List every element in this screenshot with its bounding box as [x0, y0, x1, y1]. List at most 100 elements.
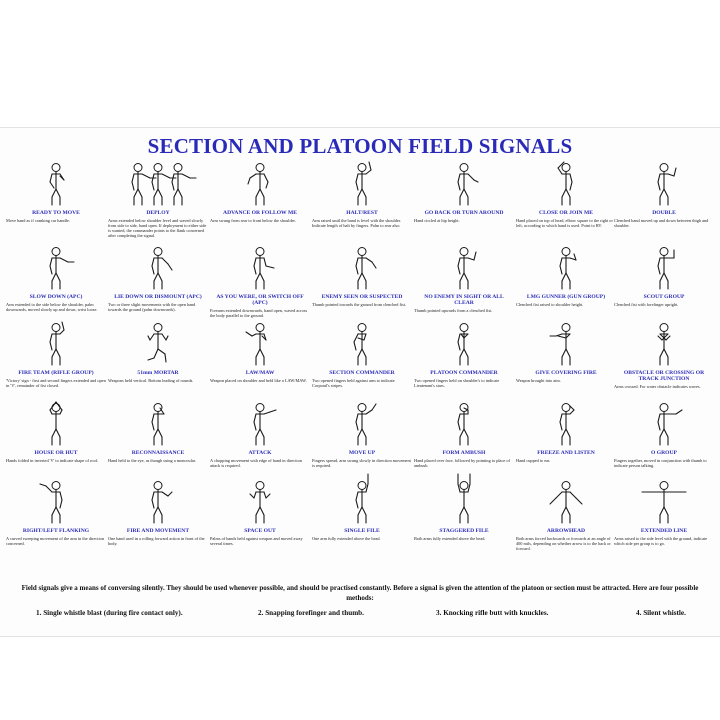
signal-description: Hand cupped to ear.: [516, 458, 551, 463]
stick-figure-icon: [355, 403, 377, 446]
stick-figure-icon: [245, 323, 267, 366]
stick-figure-icon: [249, 481, 271, 524]
signal-description: Hand held to the eye, as though using a …: [108, 458, 196, 463]
signal-description: Hand placed over face, followed by point…: [414, 458, 510, 468]
signal-cell: HALT/REST Arm raised until the hand is le…: [310, 161, 414, 240]
stick-figure-icon: [151, 481, 173, 524]
signal-caption: GIVE COVERING FIRE: [535, 370, 597, 376]
signal-description: Two opened fingers held against arm to i…: [312, 378, 395, 388]
stick-figure-icon: [457, 247, 477, 290]
method-2: 2. Snapping forefinger and thumb.: [258, 609, 364, 617]
signal-description: Thumb pointed upwards from a clenched fi…: [414, 308, 493, 313]
signal-caption: DOUBLE: [652, 210, 676, 216]
method-3: 3. Knocking rifle butt with knuckles.: [436, 609, 549, 617]
signal-description: Two or three slight movements with the o…: [108, 302, 196, 312]
signal-cell: ATTACK A chopping movement with edge of h…: [208, 403, 312, 480]
signal-caption: LMG GUNNER (GUN GROUP): [526, 294, 606, 300]
signal-caption: OBSTACLE OR CROSSING OR TRACK JUNCTION: [623, 370, 705, 383]
stick-figure-icon: [355, 473, 369, 524]
signal-description: Clenched fist with forefinger upright.: [614, 302, 679, 307]
signal-description: Clenched hand moved up and down between …: [614, 218, 709, 228]
stick-figure-icon: [151, 403, 165, 446]
stick-figure-icon: [49, 401, 63, 446]
stick-figure-icon: [353, 323, 367, 366]
poster-title: SECTION AND PLATOON FIELD SIGNALS: [147, 134, 573, 158]
signal-description: Weapon brought into aim.: [516, 378, 561, 383]
stick-figure-icon: [657, 163, 677, 206]
signal-cell: READY TO MOVE Move hand as if cranking ca…: [4, 163, 108, 240]
signal-description: Arm raised until the hand is level with …: [312, 218, 402, 228]
signal-cell: O GROUP Fingers together, moved in conjun…: [612, 403, 716, 480]
signal-description: Both arms forced backwards or forwards a…: [516, 536, 611, 551]
signal-caption: FIRE TEAM (RIFLE GROUP): [18, 370, 94, 376]
stick-figure-icon: [549, 323, 571, 366]
signal-cell: GIVE COVERING FIRE Weapon brought into ai…: [514, 323, 618, 400]
signal-caption: SPACE OUT: [244, 528, 276, 534]
signal-caption: GO BACK OR TURN AROUND: [424, 210, 504, 216]
stick-figure-icon: [147, 323, 169, 363]
signal-cell: LIE DOWN OR DISMOUNT (APC) Two or three s…: [106, 247, 210, 324]
signal-caption: STAGGERED FILE: [439, 528, 489, 534]
signal-caption: HALT/REST: [346, 210, 378, 216]
signal-caption: RECONNAISSANCE: [131, 450, 185, 456]
signal-description: Arms raised to the side level with the g…: [614, 536, 708, 546]
signal-caption: READY TO MOVE: [32, 210, 80, 216]
signal-cell: RIGHT/LEFT FLANKING A curved sweeping mov…: [4, 481, 108, 558]
signal-caption: ADVANCE OR FOLLOW ME: [223, 210, 297, 216]
field-signals-poster: SECTION AND PLATOON FIELD SIGNALS READY …: [0, 127, 720, 637]
signal-caption: LIE DOWN OR DISMOUNT (APC): [114, 294, 202, 300]
method-4: 4. Silent whistle.: [636, 609, 686, 617]
signal-description: A chopping movement with edge of hand in…: [210, 458, 302, 468]
stick-figure-icon: [457, 323, 469, 366]
stick-figure-icon: [355, 161, 372, 206]
signal-cell: SPACE OUT Palms of hands held against wea…: [208, 481, 312, 558]
stick-figure-icon: [247, 163, 269, 206]
signal-caption: DEPLOY: [146, 210, 170, 216]
method-1: 1. Single whistle blast (during fire con…: [36, 609, 183, 617]
signal-caption: MOVE UP: [348, 450, 376, 456]
signal-caption: O GROUP: [651, 450, 677, 456]
signal-cell: AS YOU WERE, OR SWITCH OFF (APC)Forearm …: [208, 247, 312, 324]
stick-figure-icon: [49, 321, 65, 366]
stick-figure-icon: [641, 481, 687, 524]
stick-figure-icon: [657, 247, 675, 290]
signal-description: A curved sweeping movement of the arm in…: [6, 536, 104, 546]
stick-figure-icon: [559, 403, 575, 446]
signal-caption: ATTACK: [248, 450, 272, 456]
stick-figure-icon: [49, 247, 75, 290]
stick-figure-icon: [253, 247, 275, 290]
stick-figure-icon: [557, 161, 573, 206]
signal-caption: RIGHT/LEFT FLANKING: [22, 528, 90, 534]
signal-description: Fingers together, moved in conjunction w…: [614, 458, 707, 468]
stick-figure-icon: [131, 163, 197, 206]
signal-caption: ENEMY SEEN OR SUSPECTED: [321, 294, 403, 300]
signal-description: Two opened fingers held on shoulder's to…: [414, 378, 500, 388]
stick-figure-icon: [151, 247, 173, 290]
stick-figure-icon: [355, 247, 377, 290]
stick-figure-icon: [559, 247, 577, 290]
signal-cell: FIRE TEAM (RIFLE GROUP)'Victory' sign - …: [4, 321, 108, 400]
signal-description: Forearm extended downwards, hand open, w…: [210, 308, 308, 318]
signal-description: Weapon placed on shoulder and held like …: [210, 378, 307, 383]
signal-description: Thumb pointed towards the ground from cl…: [312, 302, 407, 307]
signal-caption: SLOW DOWN (APC): [29, 294, 83, 300]
stick-figure-icon: [253, 403, 277, 446]
signal-description: Arm extended to the side below the shoul…: [6, 302, 98, 312]
stick-figure-icon: [549, 481, 583, 524]
signal-cell: ENEMY SEEN OR SUSPECTED Thumb pointed tow…: [310, 247, 414, 324]
signal-description: Move hand as if cranking car handle.: [6, 218, 70, 223]
signal-caption: NO ENEMY IN SIGHT OR ALL CLEAR: [424, 294, 504, 307]
stick-figure-icon: [457, 163, 479, 206]
signal-description: Palms of hands held against weapon and m…: [210, 536, 303, 546]
